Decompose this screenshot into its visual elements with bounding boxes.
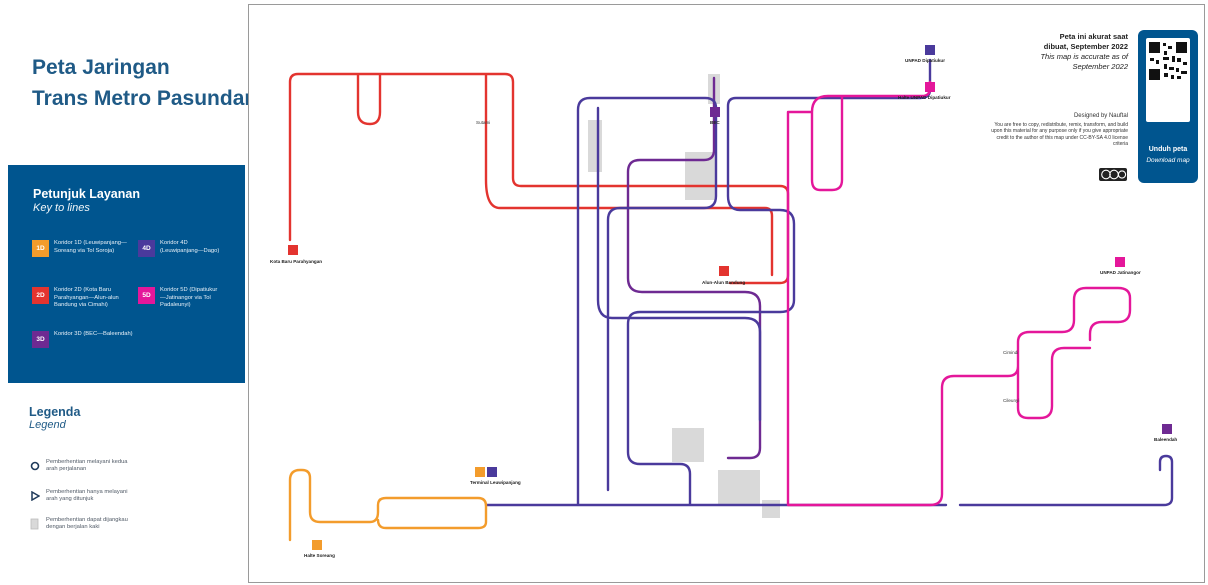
download-map-button[interactable]: Unduh peta Download map — [1138, 30, 1198, 183]
key-item-1d: 1D Koridor 1D (Leuwipanjang—Soreang via … — [32, 240, 139, 257]
designer-credit: Designed by Nauftal — [1073, 113, 1128, 119]
route-3d — [626, 76, 762, 460]
transfer-box-5 — [718, 470, 760, 506]
terminal-alun-alun: Alun-Alun Bandung — [702, 280, 746, 285]
legend-heading-en: Legend — [29, 419, 66, 431]
route-4d — [484, 58, 1174, 507]
triangle-stop-icon — [29, 489, 40, 503]
terminal-soreang: Halte Soreang — [304, 553, 335, 558]
key-text-1d: Koridor 1D (Leuwipanjang—Soreang via Tol… — [54, 240, 127, 254]
terminal-kota-baru: Kota Baru Parahyangan — [270, 259, 323, 264]
terminal-baleendah: Baleendah — [1154, 437, 1178, 442]
badge-4d: 4D — [138, 240, 155, 257]
label-gedebage: Cileunyi — [1003, 398, 1020, 403]
cc-license-icon — [1099, 168, 1127, 181]
key-text-2d: Koridor 2D (Kota Baru Parahyangan—Alun-a… — [54, 287, 119, 309]
terminal-halte-unpad: Halte UNPAD Dipatiukur — [898, 95, 951, 100]
terminal-bec: BEC — [710, 120, 720, 125]
download-label-en: Download map — [1146, 157, 1190, 164]
marker-leuwipanjang-1d — [475, 467, 485, 477]
badge-2d: 2D — [32, 287, 49, 304]
marker-baleendah — [1162, 424, 1172, 434]
qr-code-icon — [1146, 38, 1190, 122]
terminal-unpad-jatinangor: UNPAD Jatinangor — [1100, 270, 1141, 275]
marker-kota-baru — [288, 245, 298, 255]
credits: Designed by Nauftal You are free to copy… — [990, 113, 1128, 148]
badge-1d: 1D — [32, 240, 49, 257]
key-item-5d: 5D Koridor 5D (Dipatiukur—Jatinangor via… — [138, 287, 222, 310]
key-to-lines-panel: Petunjuk Layanan Key to lines 1D Koridor… — [8, 165, 245, 383]
key-text-4d: Koridor 4D (Leuwipanjang—Dago) — [160, 240, 220, 254]
marker-alun-alun — [719, 266, 729, 276]
notice-line-2: dibuat, September 2022 — [1043, 42, 1128, 51]
title-line-2: Trans Metro Pasundan — [32, 87, 258, 110]
route-5d — [786, 80, 1132, 507]
badge-3d: 3D — [32, 331, 49, 348]
route-1d — [288, 468, 488, 542]
key-item-3d: 3D Koridor 3D (BEC—Baleendah) — [32, 331, 139, 348]
key-text-3d: Koridor 3D (BEC—Baleendah) — [54, 331, 133, 337]
marker-bec — [710, 107, 720, 117]
terminal-unpad-dipatiukur: UNPAD Dipatiukur — [905, 58, 945, 63]
label-cimahi: Sutami — [476, 120, 491, 125]
download-label: Unduh peta — [1148, 146, 1188, 153]
walk-transfer-areas — [588, 74, 780, 518]
legend-block: Legenda Legend Pemberhentian melayani ke… — [29, 405, 229, 530]
marker-unpad-jatinangor — [1115, 257, 1125, 267]
key-text-5d: Koridor 5D (Dipatiukur—Jatinangor via To… — [160, 287, 218, 309]
terminal-markers — [288, 45, 1172, 550]
page-title: Peta Jaringan Trans Metro Pasundan — [32, 52, 258, 114]
key-heading-en: Key to lines — [33, 202, 90, 214]
terminal-leuwipanjang: Terminal Leuwipanjang — [470, 480, 521, 485]
legend-row-walking: Pemberhentian dapat dijangkau dengan ber… — [29, 517, 136, 532]
walk-transfer-box-icon — [29, 517, 40, 531]
key-item-2d: 2D Koridor 2D (Kota Baru Parahyangan—Alu… — [32, 287, 139, 310]
label-ciroyom: Cimindi — [1003, 350, 1019, 355]
legend-heading: Legenda — [29, 405, 81, 419]
legend-row-one-direction: Pemberhentian hanya melayani arah yang d… — [29, 489, 136, 504]
key-item-4d: 4D Koridor 4D (Leuwipanjang—Dago) — [138, 240, 222, 257]
network-map — [288, 45, 1174, 550]
marker-soreang — [312, 540, 322, 550]
legend-row-both-directions: Pemberhentian melayani kedua arah perjal… — [29, 459, 136, 474]
license-text: You are free to copy, redistribute, remi… — [991, 121, 1128, 148]
notice-line-3: This map is accurate as of — [1040, 52, 1128, 61]
notice-line-4: September 2022 — [1072, 62, 1128, 71]
transfer-box-1 — [588, 120, 602, 172]
key-heading: Petunjuk Layanan — [33, 187, 140, 201]
ring-stop-icon — [29, 459, 40, 473]
marker-unpad-dipatiukur — [925, 45, 935, 55]
title-line-1: Peta Jaringan — [32, 56, 170, 79]
badge-5d: 5D — [138, 287, 155, 304]
notice-line-1: Peta ini akurat saat — [1059, 32, 1128, 41]
legend-text-both: Pemberhentian melayani kedua arah perjal… — [46, 459, 128, 473]
legend-text-one: Pemberhentian hanya melayani arah yang d… — [46, 489, 128, 503]
transfer-box-6 — [762, 500, 780, 518]
accuracy-notice: Peta ini akurat saat dibuat, September 2… — [1000, 32, 1128, 72]
marker-halte-unpad — [925, 82, 935, 92]
marker-leuwipanjang-4d — [487, 467, 497, 477]
transfer-box-4 — [672, 428, 704, 462]
legend-text-walk: Pemberhentian dapat dijangkau dengan ber… — [46, 517, 128, 531]
